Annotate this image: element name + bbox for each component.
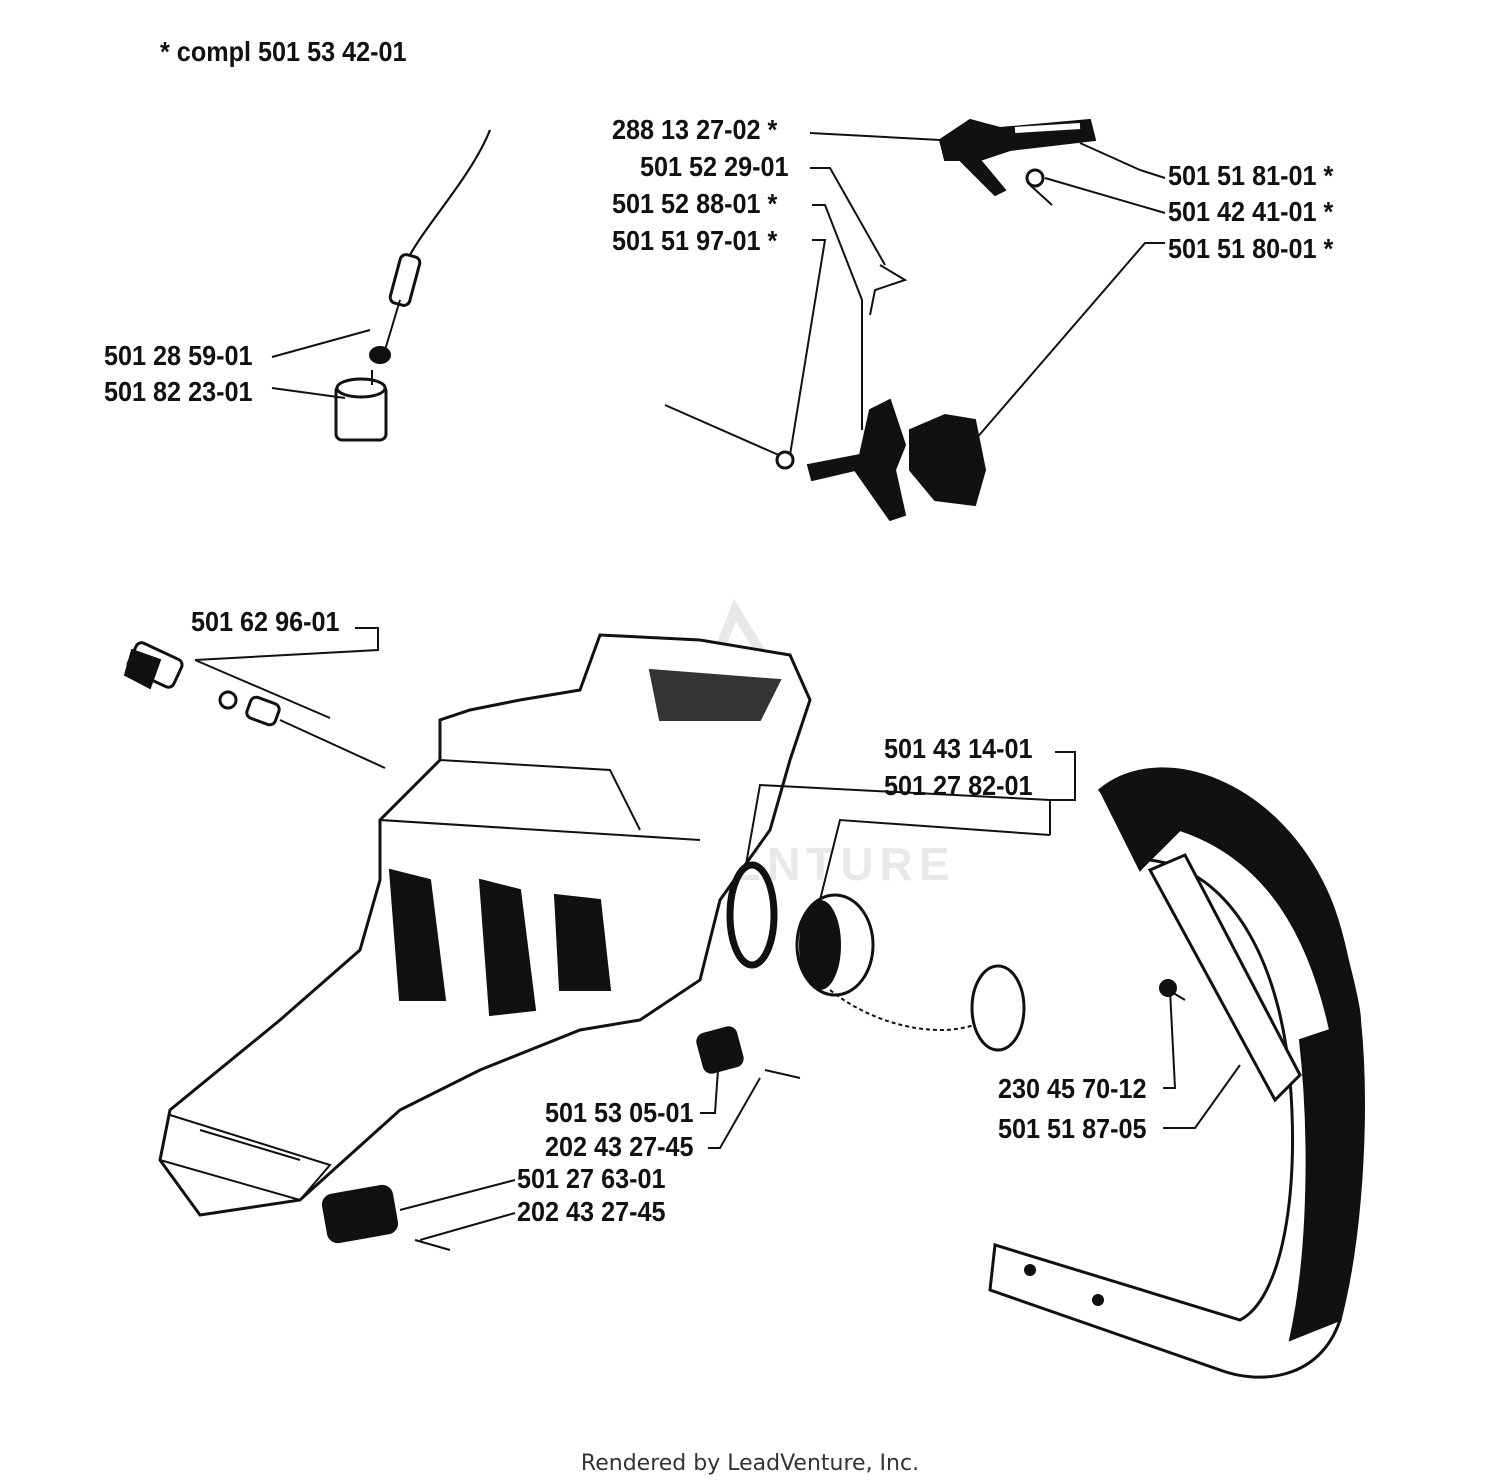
part-label-501-28-59-01[interactable]: 501 28 59-01: [104, 340, 253, 371]
part-label-501-52-88-01[interactable]: 501 52 88-01 *: [612, 188, 778, 219]
part-label-501-52-29-01[interactable]: 501 52 29-01: [640, 151, 789, 182]
part-label-501-51-80-01[interactable]: 501 51 80-01 *: [1168, 233, 1334, 264]
rear-handle-body-part: [158, 633, 812, 1217]
o-ring-part: [726, 861, 778, 969]
throttle-spring-part: [869, 264, 908, 316]
part-label-501-27-63-01[interactable]: 501 27 63-01: [517, 1163, 666, 1194]
part-label-501-53-05-01[interactable]: 501 53 05-01: [545, 1097, 694, 1128]
oil-cap-part: [795, 893, 1026, 1052]
part-label-501-43-14-01[interactable]: 501 43 14-01: [884, 733, 1033, 764]
part-label-501-51-97-01[interactable]: 501 51 97-01 *: [612, 225, 778, 256]
front-buffer-part: [321, 1184, 451, 1251]
part-label-501-42-41-01[interactable]: 501 42 41-01 *: [1168, 196, 1334, 227]
part-label-501-27-82-01[interactable]: 501 27 82-01: [884, 770, 1033, 801]
compl-note: * compl 501 53 42-01: [160, 36, 407, 67]
oil-hose-part: [369, 129, 491, 364]
part-label-501-82-23-01[interactable]: 501 82 23-01: [104, 376, 253, 407]
part-label-202-43-27-45-a[interactable]: 202 43 27-45: [545, 1131, 694, 1162]
part-label-230-45-70-12[interactable]: 230 45 70-12: [998, 1073, 1147, 1104]
part-label-501-51-87-05[interactable]: 501 51 87-05: [998, 1113, 1147, 1144]
rear-buffer-part: [696, 1026, 801, 1079]
part-label-501-51-81-01[interactable]: 501 51 81-01 *: [1168, 160, 1334, 191]
throttle-trigger-part: [664, 398, 987, 522]
part-label-501-62-96-01[interactable]: 501 62 96-01: [191, 606, 340, 637]
throttle-lock-part: [938, 118, 1097, 206]
leader-lines: [194, 132, 1241, 1241]
footer-credit: Rendered by LeadVenture, Inc.: [580, 1451, 920, 1476]
part-label-202-43-27-45-b[interactable]: 202 43 27-45: [517, 1196, 666, 1227]
part-label-288-13-27-02[interactable]: 288 13 27-02 *: [612, 114, 778, 145]
oil-pump-adjuster-part: [123, 641, 386, 769]
front-handle-part: [988, 767, 1365, 1379]
oil-filter-part: [334, 370, 388, 442]
